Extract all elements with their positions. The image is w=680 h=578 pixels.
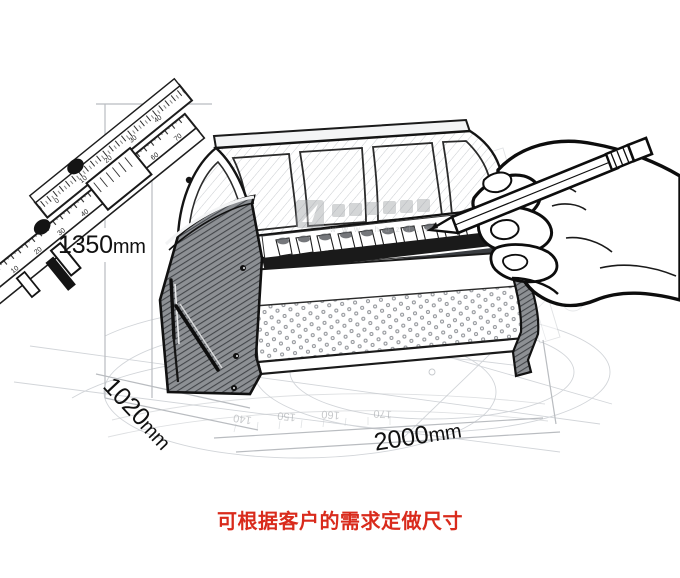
svg-text:70: 70 xyxy=(173,133,184,143)
svg-text:40: 40 xyxy=(80,208,91,218)
svg-text:10: 10 xyxy=(10,265,21,275)
svg-text:160: 160 xyxy=(321,408,340,421)
svg-text:60: 60 xyxy=(150,152,161,162)
svg-text:30: 30 xyxy=(128,134,139,144)
pencil-icon xyxy=(426,136,654,235)
svg-text:10: 10 xyxy=(78,175,89,185)
custom-size-caption: 可根据客户的需求定做尺寸 xyxy=(217,509,463,533)
svg-text:30: 30 xyxy=(57,227,68,237)
svg-text:20: 20 xyxy=(33,246,44,256)
background-ruler-band: 140 150 160 170 xyxy=(107,393,549,438)
display-freezer xyxy=(158,118,540,396)
svg-text:0: 0 xyxy=(54,197,62,205)
dimension-width-unit: mm xyxy=(426,420,463,448)
dimension-height-value: 1350 xyxy=(58,231,113,259)
svg-text:140: 140 xyxy=(233,411,253,425)
svg-text:20: 20 xyxy=(103,154,114,164)
svg-text:170: 170 xyxy=(373,407,392,420)
watermark: w w w . h b z d . c o m xyxy=(296,199,455,234)
svg-text:w w w . h b z d . c o m: w w w . h b z d . c o m xyxy=(329,225,455,234)
dimension-height-unit: mm xyxy=(112,236,146,258)
svg-text:150: 150 xyxy=(277,409,297,423)
dimension-label-height: 1350mm xyxy=(58,231,146,260)
svg-text:40: 40 xyxy=(153,114,164,124)
hand-holding-pencil-icon xyxy=(426,136,680,308)
